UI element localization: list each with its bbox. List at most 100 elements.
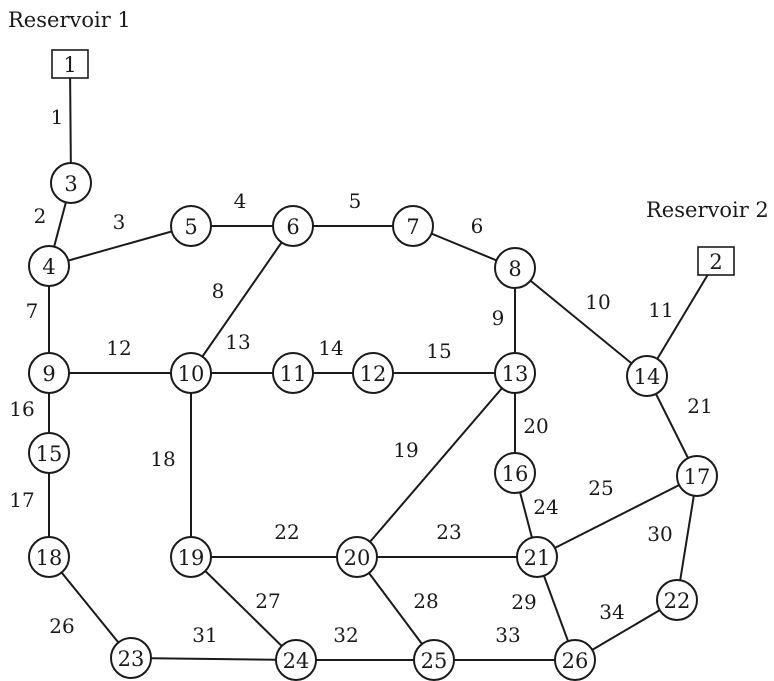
junction-circle bbox=[494, 247, 536, 289]
pipe-label-22: 22 bbox=[274, 520, 299, 544]
pipe-26 bbox=[48, 556, 132, 659]
node-label: 13 bbox=[502, 362, 529, 386]
node-label: 8 bbox=[508, 257, 521, 281]
node-label: 20 bbox=[344, 546, 371, 570]
junction-circle bbox=[28, 245, 70, 287]
pipe-label-30: 30 bbox=[647, 522, 672, 546]
junction-circle bbox=[516, 536, 558, 578]
pipe-label-10: 10 bbox=[585, 290, 610, 314]
junction-node-14: 14 bbox=[626, 355, 668, 397]
junction-node-19: 19 bbox=[170, 536, 212, 578]
pipe-label-28: 28 bbox=[413, 589, 438, 613]
pipe-label-26: 26 bbox=[49, 614, 74, 638]
pipe-label-24: 24 bbox=[533, 495, 558, 519]
pipe-10 bbox=[514, 267, 648, 377]
junction-node-16: 16 bbox=[494, 452, 536, 494]
reservoir-titles-layer: Reservoir 1 Reservoir 2 bbox=[8, 8, 769, 222]
node-label: 23 bbox=[118, 647, 145, 671]
junction-node-17: 17 bbox=[676, 455, 718, 497]
junction-node-15: 15 bbox=[28, 432, 70, 474]
junction-circle bbox=[275, 639, 317, 681]
node-label: 10 bbox=[178, 362, 205, 386]
pipe-label-9: 9 bbox=[492, 306, 505, 330]
junction-circle bbox=[170, 536, 212, 578]
junction-node-22: 22 bbox=[656, 579, 698, 621]
junction-node-26: 26 bbox=[554, 639, 596, 681]
pipe-label-15: 15 bbox=[426, 339, 451, 363]
pipe-label-27: 27 bbox=[255, 589, 280, 613]
junction-node-3: 3 bbox=[50, 162, 92, 204]
junction-circle bbox=[110, 637, 152, 679]
node-label: 11 bbox=[280, 362, 307, 386]
node-label: 19 bbox=[178, 546, 205, 570]
junction-circle bbox=[656, 579, 698, 621]
node-label: 16 bbox=[502, 462, 529, 486]
junction-node-7: 7 bbox=[392, 205, 434, 247]
junction-circle bbox=[170, 352, 212, 394]
junction-circle bbox=[170, 205, 212, 247]
pipe-label-33: 33 bbox=[495, 623, 520, 647]
reservoir-2-title: Reservoir 2 bbox=[646, 198, 769, 222]
pipe-label-14: 14 bbox=[318, 336, 343, 360]
junction-node-25: 25 bbox=[413, 639, 455, 681]
junction-node-6: 6 bbox=[272, 205, 314, 247]
node-label: 7 bbox=[406, 215, 419, 239]
pipe-11 bbox=[646, 260, 717, 377]
node-label: 6 bbox=[286, 215, 299, 239]
junction-circle bbox=[50, 162, 92, 204]
junction-node-5: 5 bbox=[170, 205, 212, 247]
pipe-label-23: 23 bbox=[436, 520, 461, 544]
pipe-label-25: 25 bbox=[588, 476, 613, 500]
pipe-label-17: 17 bbox=[9, 488, 34, 512]
pipe-label-2: 2 bbox=[34, 204, 47, 228]
node-label: 26 bbox=[562, 649, 589, 673]
pipe-label-13: 13 bbox=[225, 330, 250, 354]
pipe-label-12: 12 bbox=[106, 336, 131, 360]
junction-node-18: 18 bbox=[28, 536, 70, 578]
reservoir-1-title: Reservoir 1 bbox=[8, 8, 131, 32]
pipe-3 bbox=[48, 225, 192, 267]
junction-circle bbox=[28, 536, 70, 578]
pipe-label-34: 34 bbox=[599, 600, 624, 624]
pipe-label-7: 7 bbox=[26, 299, 39, 323]
junction-circle bbox=[494, 352, 536, 394]
pipe-label-6: 6 bbox=[471, 214, 484, 238]
pipe-31 bbox=[130, 657, 297, 661]
node-label: 18 bbox=[36, 546, 63, 570]
pipe-label-19: 19 bbox=[393, 438, 418, 462]
node-label: 22 bbox=[664, 589, 691, 613]
node-label: 4 bbox=[42, 255, 55, 279]
reservoir-box bbox=[51, 49, 89, 79]
pipe-label-32: 32 bbox=[333, 623, 358, 647]
junction-node-24: 24 bbox=[275, 639, 317, 681]
pipe-27 bbox=[190, 556, 297, 661]
pipe-8 bbox=[190, 225, 294, 374]
junction-node-8: 8 bbox=[494, 247, 536, 289]
pipe-label-20: 20 bbox=[523, 414, 548, 438]
junction-circle bbox=[676, 455, 718, 497]
pipe-label-21: 21 bbox=[687, 394, 712, 418]
junction-node-9: 9 bbox=[28, 352, 70, 394]
junction-node-20: 20 bbox=[336, 536, 378, 578]
pipe-label-16: 16 bbox=[9, 397, 34, 421]
pipe-19 bbox=[356, 372, 516, 558]
pipe-label-8: 8 bbox=[212, 279, 225, 303]
reservoir-box bbox=[697, 246, 735, 276]
node-label: 15 bbox=[36, 442, 63, 466]
node-label: 25 bbox=[421, 649, 448, 673]
pipe-25 bbox=[536, 475, 698, 558]
junction-circle bbox=[272, 205, 314, 247]
pipe-label-31: 31 bbox=[192, 623, 217, 647]
node-label: 14 bbox=[634, 365, 661, 389]
pipe-28 bbox=[356, 556, 435, 661]
junction-circle bbox=[28, 352, 70, 394]
junction-node-4: 4 bbox=[28, 245, 70, 287]
pipe-label-11: 11 bbox=[648, 298, 673, 322]
node-label: 9 bbox=[42, 362, 55, 386]
junction-circle bbox=[413, 639, 455, 681]
junction-circle bbox=[28, 432, 70, 474]
junction-circle bbox=[626, 355, 668, 397]
